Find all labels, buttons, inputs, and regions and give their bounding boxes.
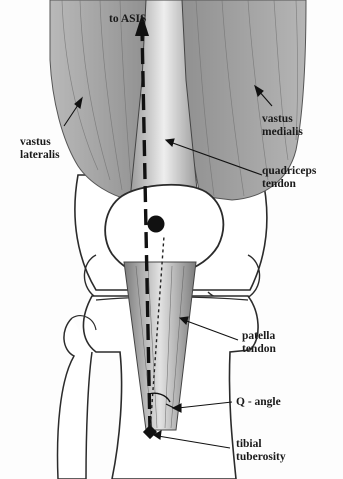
vastus-lateralis-line-1: vastus	[20, 136, 60, 149]
q-angle-label: Q - angle	[236, 396, 281, 409]
vastus-medialis-label: vastus medialis	[262, 113, 303, 139]
patella-tendon-line-1: patella	[242, 330, 276, 343]
tibial-tuberosity-label: tibial tuberosity	[236, 438, 286, 464]
quadriceps-tendon-label: quadriceps tendon	[262, 165, 316, 191]
vastus-medialis-line-1: vastus	[262, 113, 303, 126]
patella-center-dot	[148, 216, 165, 233]
patella-tendon-line-2: tendon	[242, 343, 276, 356]
vastus-lateralis-line-2: lateralis	[20, 149, 60, 162]
vastus-lateralis-label: vastus lateralis	[20, 136, 60, 162]
asis-label: to ASIS	[109, 13, 146, 26]
quadriceps-tendon-line-2: tendon	[262, 178, 316, 191]
vastus-medialis-line-2: medialis	[262, 126, 303, 139]
tibial-tuberosity-line-1: tibial	[236, 438, 286, 451]
tibial-tuberosity-line-2: tuberosity	[236, 451, 286, 464]
patella-tendon-label: patella tendon	[242, 330, 276, 356]
quadriceps-tendon-line-1: quadriceps	[262, 165, 316, 178]
